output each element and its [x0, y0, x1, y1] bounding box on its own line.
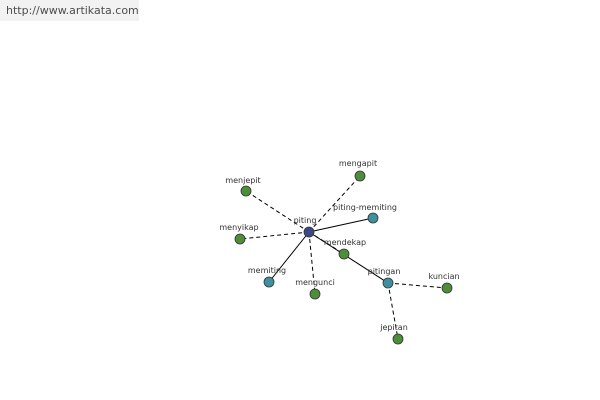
node-piting-memiting[interactable] — [367, 212, 379, 224]
node-pitingan[interactable] — [382, 277, 394, 289]
edge-piting-menyikap — [239, 231, 310, 240]
source-url-link[interactable]: http://www.artikata.com — [0, 0, 139, 21]
node-label-pitingan[interactable]: pitingan — [368, 267, 401, 276]
node-label-mengapit[interactable]: mengapit — [339, 159, 377, 168]
node-layer — [234, 170, 453, 345]
node-piting[interactable] — [303, 226, 315, 238]
node-menyikap[interactable] — [234, 233, 246, 245]
node-memiting[interactable] — [263, 276, 275, 288]
node-jepitan[interactable] — [392, 333, 404, 345]
node-label-piting[interactable]: piting — [294, 216, 317, 225]
node-label-mendekap[interactable]: mendekap — [324, 238, 366, 247]
node-label-mengunci[interactable]: mengunci — [295, 278, 335, 287]
edge-piting-memiting — [268, 231, 310, 283]
node-label-menyikap[interactable]: menyikap — [219, 223, 258, 232]
edge-piting-menjepit — [245, 190, 310, 233]
node-menjepit[interactable] — [240, 185, 252, 197]
edge-piting-mengapit — [308, 175, 361, 233]
edge-piting-piting-memiting — [308, 217, 374, 233]
label-layer: piting mengapit menjepit piting-memiting men… — [219, 159, 459, 332]
node-label-kuncian[interactable]: kuncian — [428, 272, 459, 281]
node-label-piting-memiting[interactable]: piting-memiting — [333, 203, 397, 212]
node-kuncian[interactable] — [441, 282, 453, 294]
edge-piting-mengunci — [308, 231, 316, 295]
edge-pitingan-jepitan — [387, 282, 399, 340]
node-mengunci[interactable] — [309, 288, 321, 300]
edge-pitingan-kuncian — [387, 282, 448, 289]
node-mendekap[interactable] — [338, 248, 350, 260]
node-label-menjepit[interactable]: menjepit — [225, 176, 260, 185]
edge-piting-pitingan — [308, 231, 389, 284]
node-label-jepitan[interactable]: jepitan — [379, 323, 408, 332]
node-mengapit[interactable] — [354, 170, 366, 182]
edge-layer — [239, 175, 448, 340]
node-label-memiting[interactable]: memiting — [248, 266, 286, 275]
